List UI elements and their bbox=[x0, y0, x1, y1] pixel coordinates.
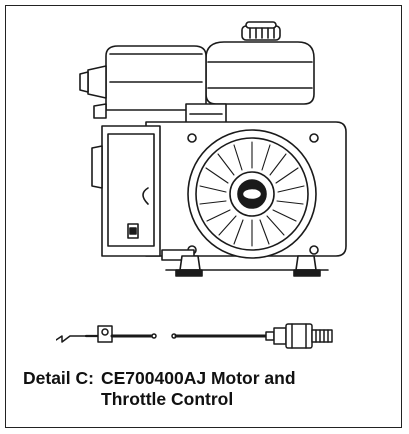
throttle-cable-icon bbox=[56, 323, 333, 349]
engine-icon bbox=[79, 21, 347, 277]
figure-frame: Detail C: CE700400AJ Motor and Throttle … bbox=[5, 5, 402, 428]
caption-indent bbox=[23, 389, 101, 410]
caption-line-1: Detail C: CE700400AJ Motor and bbox=[23, 368, 403, 389]
figure-caption: Detail C: CE700400AJ Motor and Throttle … bbox=[23, 368, 403, 410]
caption-label: Detail C: bbox=[23, 368, 94, 388]
caption-title-line-1: CE700400AJ Motor and bbox=[101, 368, 296, 388]
caption-line-2: Throttle Control bbox=[23, 389, 403, 410]
caption-title-line-2: Throttle Control bbox=[101, 389, 234, 409]
